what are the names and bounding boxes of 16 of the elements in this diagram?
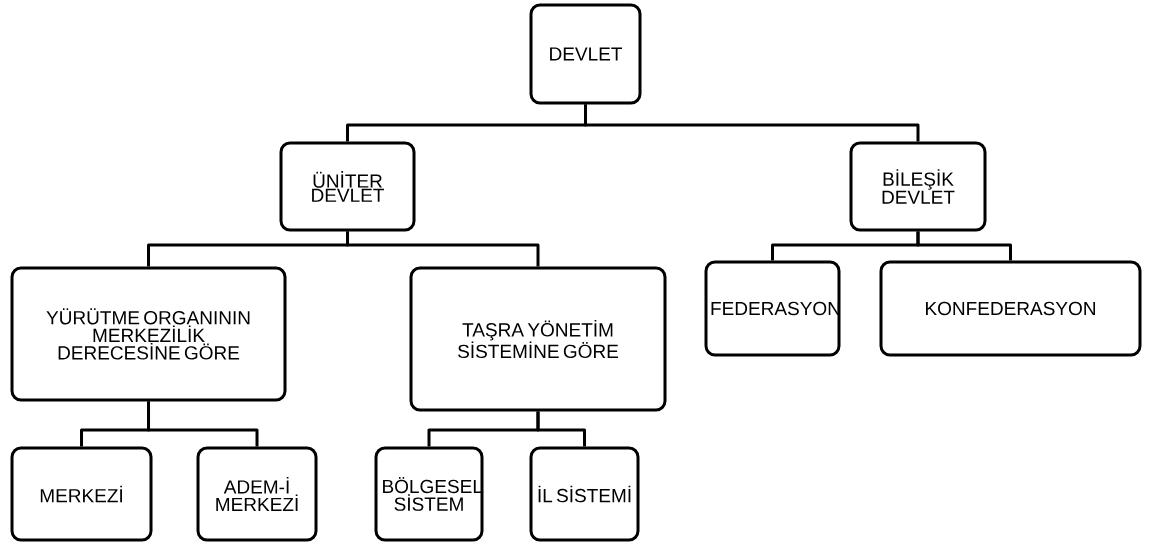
- box: DEVLET: [529, 3, 642, 105]
- box: KONFEDERASYON: [879, 260, 1142, 357]
- box: ADEM-İ MERKEZİ: [196, 446, 318, 542]
- box: FEDERASYON: [704, 260, 841, 357]
- connector: [916, 231, 1012, 261]
- connector: [147, 401, 259, 447]
- connector: [536, 411, 586, 447]
- connector: [584, 104, 920, 142]
- box: BİLEŞİK DEVLET: [849, 141, 987, 232]
- box: İL SİSTEMİ: [529, 446, 640, 542]
- box: MERKEZİ: [10, 446, 153, 542]
- box: TAŞRA YÖNETİM SİSTEMİNE GÖRE: [409, 266, 667, 412]
- box: ÜNİTER DEVLET: [279, 141, 416, 232]
- box: BÖLGESEL SİSTEM: [374, 446, 484, 542]
- connector: [346, 231, 540, 267]
- box: YÜRÜTME ORGANININ MERKEZİLİK DERECESİNE GÖRE: [10, 266, 287, 402]
